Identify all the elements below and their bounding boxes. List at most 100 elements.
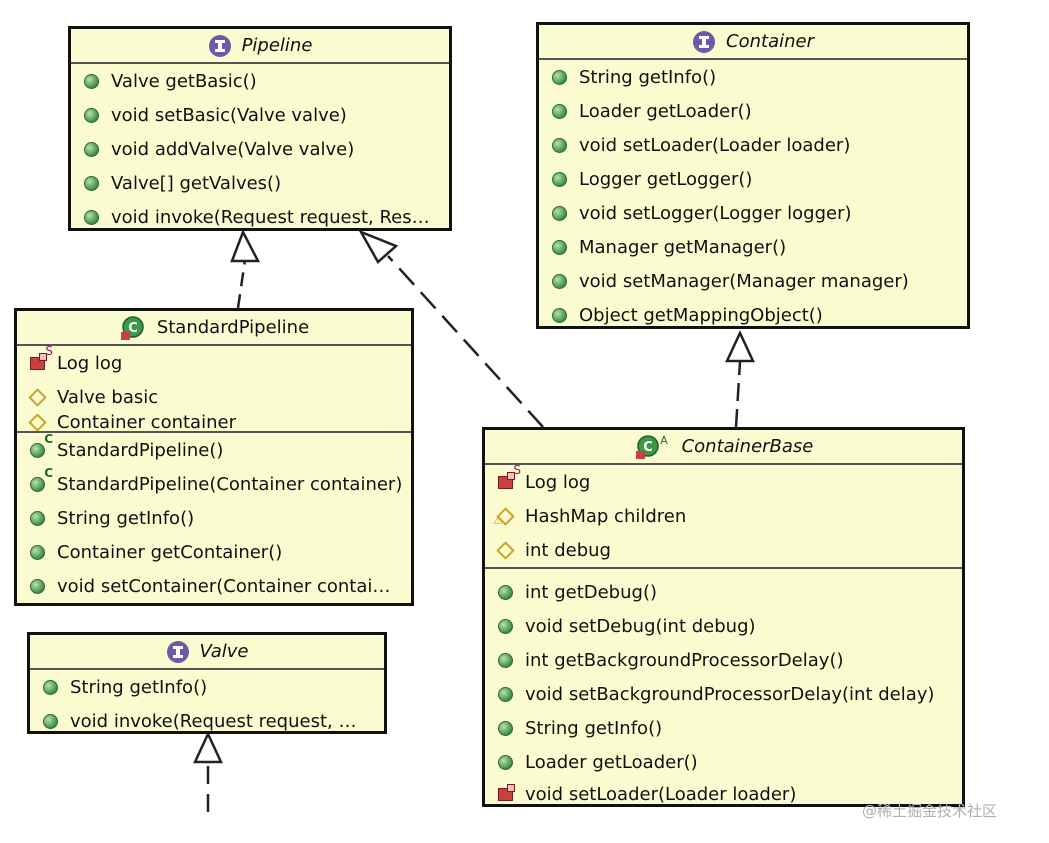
methods-section: int getDebug() void setDebug(int debug) … (485, 567, 962, 809)
interface-icon (208, 34, 232, 58)
public-method-icon (551, 239, 567, 255)
constructor-icon (29, 442, 45, 458)
edge-containerbase-pipeline (387, 255, 544, 428)
methods-section: Valve getBasic() void setBasic(Valve val… (71, 64, 449, 234)
interface-icon (166, 640, 190, 664)
methods-section: String getInfo() Loader getLoader() void… (539, 60, 967, 332)
public-method-icon (497, 584, 513, 600)
method-row: void setManager(Manager manager) (539, 264, 967, 298)
method-row: Loader getLoader() (539, 94, 967, 128)
public-method-icon (83, 73, 99, 89)
class-icon: C (119, 315, 147, 341)
public-method-icon (551, 103, 567, 119)
private-field-icon (29, 352, 47, 370)
method-row: Object getMappingObject() (539, 298, 967, 332)
method-row: int getBackgroundProcessorDelay() (485, 643, 962, 677)
edge-standardpipeline-pipeline (236, 259, 247, 309)
public-method-icon (83, 175, 99, 191)
public-method-icon (497, 720, 513, 736)
public-method-icon (497, 618, 513, 634)
arrowhead-valve (193, 731, 223, 764)
class-valve[interactable]: Valve String getInfo() void invoke(Reque… (27, 632, 387, 734)
class-pipeline[interactable]: Pipeline Valve getBasic() void setBasic(… (68, 26, 452, 231)
method-row: void setLogger(Logger logger) (539, 196, 967, 230)
private-field-icon (497, 471, 515, 489)
method-row: String getInfo() (30, 670, 384, 704)
method-row: void setBasic(Valve valve) (71, 98, 449, 132)
method-row: void setLoader(Loader loader) (485, 779, 962, 809)
class-header: Container (539, 25, 967, 60)
method-row: Loader getLoader() (485, 745, 962, 779)
protected-field-icon (27, 387, 47, 407)
arrowhead-pipeline-2 (358, 229, 399, 264)
field-row: Valve basic (17, 380, 411, 414)
edge-containerbase-container (734, 361, 742, 428)
warning-icon: ⚠ (493, 514, 503, 527)
interface-icon (692, 30, 716, 54)
protected-field-icon (495, 540, 515, 560)
public-method-icon (551, 137, 567, 153)
public-method-icon (497, 686, 513, 702)
public-method-icon (42, 679, 58, 695)
class-header: Valve (30, 635, 384, 670)
public-method-icon (83, 209, 99, 225)
watermark: @稀土掘金技术社区 (862, 802, 998, 820)
public-method-icon (42, 713, 58, 729)
method-row: void setDebug(int debug) (485, 609, 962, 643)
method-row: String getInfo() (17, 501, 411, 535)
method-row: Logger getLogger() (539, 162, 967, 196)
field-row: int debug (485, 533, 962, 567)
class-header: C StandardPipeline (17, 311, 411, 346)
protected-field-icon (27, 414, 47, 431)
arrowhead-container (725, 330, 755, 363)
method-row: Container getContainer() (17, 535, 411, 569)
public-method-icon (83, 107, 99, 123)
field-row: Container container (17, 414, 411, 431)
arrowhead-pipeline-1 (230, 228, 261, 263)
public-method-icon (83, 141, 99, 157)
class-header: Pipeline (71, 29, 449, 64)
public-method-icon (551, 205, 567, 221)
public-method-icon (551, 273, 567, 289)
methods-section: String getInfo() void invoke(Request req… (30, 670, 384, 738)
method-row: void setLoader(Loader loader) (539, 128, 967, 162)
method-row: String getInfo() (539, 60, 967, 94)
class-container[interactable]: Container String getInfo() Loader getLoa… (536, 22, 970, 329)
method-row: int getDebug() (485, 575, 962, 609)
public-method-icon (29, 578, 45, 594)
private-method-icon (497, 783, 515, 801)
class-name: StandardPipeline (156, 317, 310, 338)
field-row: ⚠HashMap children (493, 505, 687, 528)
constructor-icon (29, 476, 45, 492)
method-row: void invoke(Request request, … (30, 704, 384, 738)
public-method-icon (29, 510, 45, 526)
method-row: Valve[] getValves() (71, 166, 449, 200)
method-row: void setBackgroundProcessorDelay(int del… (485, 677, 962, 711)
class-name: Container (726, 31, 814, 52)
svg-text:C: C (128, 321, 138, 336)
svg-text:C: C (643, 440, 653, 455)
public-method-icon (551, 171, 567, 187)
class-name: ContainerBase (681, 436, 814, 457)
public-method-icon (497, 754, 513, 770)
class-name: Pipeline (241, 35, 313, 56)
class-name: Valve (199, 641, 249, 662)
abstract-badge: A (660, 434, 668, 447)
method-row: Manager getManager() (539, 230, 967, 264)
method-row: Valve getBasic() (71, 64, 449, 98)
public-method-icon (551, 307, 567, 323)
method-row: String getInfo() (485, 711, 962, 745)
public-method-icon (29, 544, 45, 560)
